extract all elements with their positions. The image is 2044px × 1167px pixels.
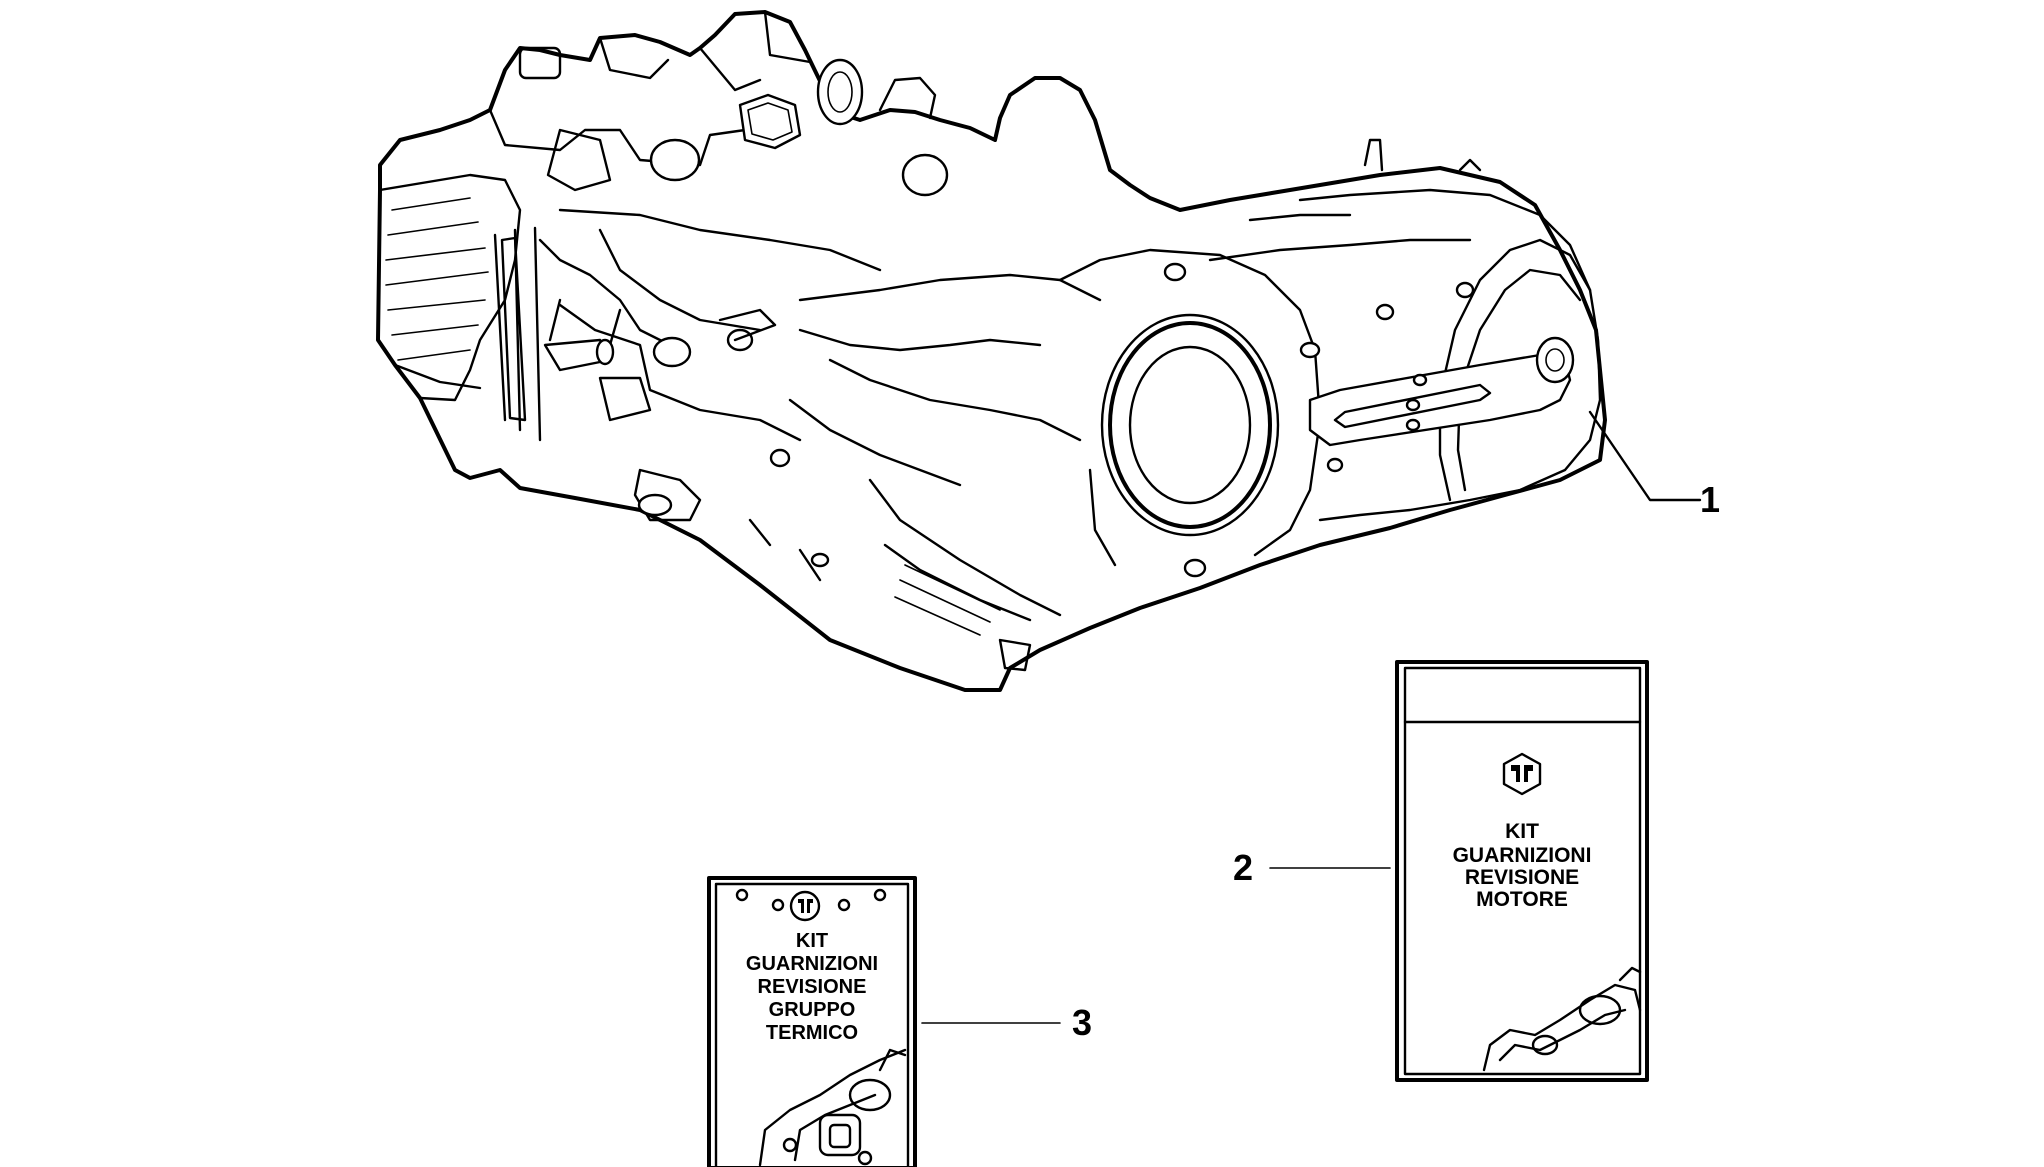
kit3-line-2: GUARNIZIONI — [746, 953, 878, 975]
kit3-line-5: TERMICO — [766, 1022, 858, 1044]
piaggio-logo-icon-small — [789, 890, 821, 922]
engine-assembly — [376, 10, 1607, 692]
cylinder-gasket-kit-card: KIT GUARNIZIONI REVISIONE GRUPPO TERMICO — [707, 876, 917, 1167]
kit2-line-1: KIT — [1505, 820, 1539, 843]
callout-number-3: 3 — [1072, 1002, 1092, 1043]
kit2-line-2: GUARNIZIONI — [1453, 844, 1592, 867]
kit2-line-4: MOTORE — [1476, 888, 1568, 911]
callout-engine-gasket-kit: 2 — [1233, 847, 1391, 888]
callout-number-2: 2 — [1233, 847, 1253, 888]
callout-engine: 1 — [1588, 410, 1720, 520]
kit3-line-3: REVISIONE — [758, 976, 867, 998]
engine-gasket-kit-bag: KIT GUARNIZIONI REVISIONE MOTORE — [1395, 660, 1649, 1082]
kit3-line-1: KIT — [796, 930, 828, 952]
callout-cylinder-gasket-kit: 3 — [921, 1002, 1092, 1043]
kit3-line-4: GRUPPO — [769, 999, 856, 1021]
callout-number-1: 1 — [1700, 479, 1720, 520]
piaggio-logo-icon — [1502, 752, 1542, 796]
kit2-line-3: REVISIONE — [1465, 866, 1579, 889]
